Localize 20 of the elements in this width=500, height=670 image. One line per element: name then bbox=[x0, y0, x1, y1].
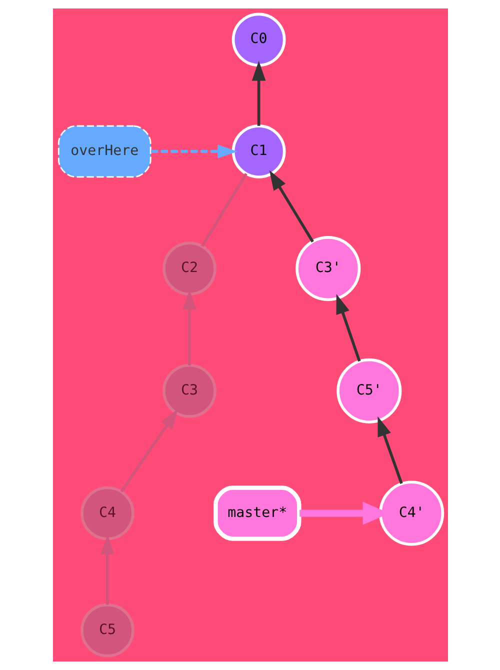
node-circle: C4' bbox=[378, 480, 444, 546]
node-box: overHere bbox=[57, 125, 151, 178]
arrow bbox=[336, 294, 360, 362]
connector bbox=[200, 172, 247, 247]
arrow bbox=[268, 170, 314, 243]
arrow bbox=[377, 416, 402, 484]
arrow bbox=[182, 290, 196, 366]
node-circle: C3 bbox=[162, 364, 216, 418]
arrow bbox=[120, 409, 178, 492]
arrow bbox=[100, 534, 114, 605]
node-circle: C1 bbox=[231, 124, 286, 178]
node-circle: C4 bbox=[80, 486, 134, 540]
node-box: master* bbox=[213, 486, 301, 541]
node-circle: C0 bbox=[231, 12, 286, 67]
arrow bbox=[150, 144, 237, 158]
node-circle: C5' bbox=[336, 358, 402, 424]
node-circle: C3' bbox=[295, 236, 360, 302]
node-circle: C2 bbox=[162, 242, 216, 296]
node-circle: C5 bbox=[80, 603, 134, 658]
arrow bbox=[251, 60, 266, 126]
